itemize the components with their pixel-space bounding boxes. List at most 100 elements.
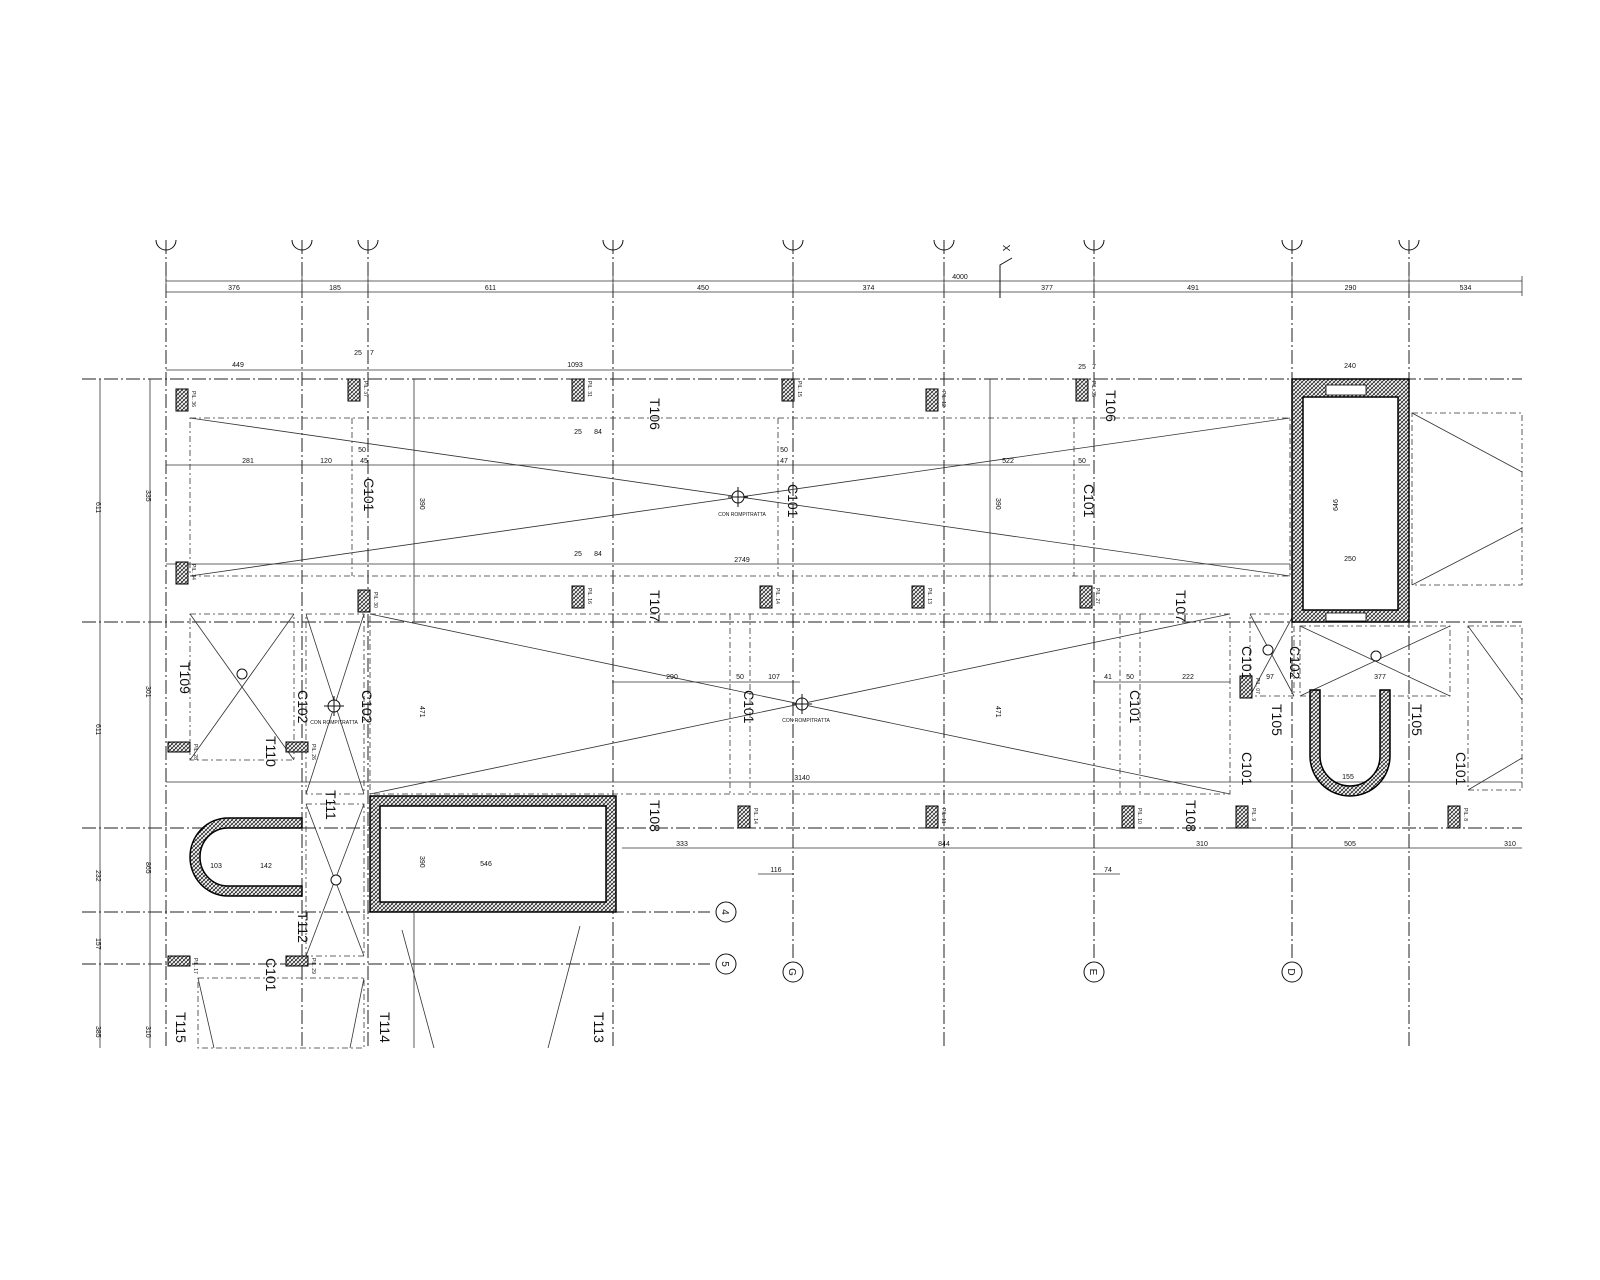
- pillar-column: [175, 561, 189, 585]
- pillar-column: [357, 589, 371, 613]
- vertical-axes: [165, 240, 1410, 1048]
- dim-84a: 84: [594, 429, 602, 436]
- dim-120: 120: [320, 458, 332, 465]
- dim-1093: 1093: [567, 362, 583, 369]
- pillar-label: PIL. 9: [1250, 808, 1256, 821]
- column-labels: C101 C101 C101 C101 C101 C101 C101 C102 …: [263, 478, 1469, 992]
- stair-width: 240: [1344, 363, 1356, 370]
- dim-97: 97: [1266, 674, 1274, 681]
- label-c102-c: C102: [1287, 646, 1303, 680]
- rompitratta-symbols: CON ROMPITRATTA CON ROMPITRATTA CON ROMP…: [236, 487, 1382, 886]
- dim-377: 377: [1374, 674, 1386, 681]
- x-axis-marker: X: [1002, 244, 1013, 251]
- note-rompitratta-1: CON ROMPITRATTA: [718, 512, 766, 518]
- arch-right: 155: [1309, 689, 1391, 797]
- arch-left: 103 142: [189, 817, 303, 897]
- pillar-column: [347, 378, 361, 402]
- pillar-column: [1121, 805, 1135, 829]
- pillar-label: PIL. 10: [1136, 808, 1142, 824]
- pillar-column: [1075, 378, 1089, 402]
- dim-25-84a: 25: [574, 429, 582, 436]
- label-c101-c: C101: [1081, 484, 1097, 518]
- label-t107-b: T107: [1173, 590, 1189, 622]
- left-310: 310: [144, 1026, 151, 1038]
- small-bays: [189, 613, 365, 957]
- label-c101-g: C101: [1239, 752, 1255, 786]
- dim-290: 290: [666, 674, 678, 681]
- pillar-label: PIL. 07: [1254, 678, 1260, 694]
- axis-4: 4: [719, 909, 730, 915]
- top-dimension-value: 374: [863, 285, 875, 292]
- beam-dimensions: 449 1093 25 7 25 7: [166, 350, 1096, 371]
- label-t105-a: T105: [1269, 704, 1285, 736]
- inner-v-390b: 390: [994, 498, 1001, 510]
- label-t105-b: T105: [1409, 704, 1425, 736]
- label-c101-e: C101: [1127, 690, 1143, 724]
- note-rompitratta-3: CON ROMPITRATTA: [310, 720, 358, 726]
- pillar-column: [911, 585, 925, 609]
- dim-50a: 50: [358, 447, 366, 454]
- dim-50c: 50: [1078, 458, 1086, 465]
- axis-e: E: [1087, 969, 1098, 976]
- dim-50d: 50: [736, 674, 744, 681]
- label-t107-a: T107: [647, 590, 663, 622]
- pillar-label: PIL. 30: [372, 592, 378, 608]
- left-dimensions: 611 611 232 157 385 335 301 865 310: [94, 379, 151, 1048]
- dim-505: 505: [1344, 841, 1356, 848]
- label-t112: T112: [295, 912, 311, 943]
- room-box: 546: [197, 795, 617, 1049]
- axis-d: D: [1285, 968, 1296, 975]
- axis-g: G: [786, 968, 797, 976]
- pillar-column: [1079, 585, 1093, 609]
- label-c102-a: C102: [295, 690, 311, 724]
- dim-2749: 2749: [734, 557, 750, 564]
- pillar-column: [175, 388, 189, 412]
- pillar-label: PIL. 26: [310, 744, 316, 760]
- dim-333: 333: [676, 841, 688, 848]
- pillar-label: PIL. 35: [1090, 381, 1096, 397]
- pillar-label: PIL. 29: [310, 958, 316, 974]
- pillar-label: PIL. 34: [190, 564, 196, 580]
- left-611a: 611: [94, 502, 101, 513]
- arch-dim-155: 155: [1342, 774, 1354, 781]
- pillar-column: [571, 585, 585, 609]
- dim-45: 45: [360, 458, 368, 465]
- bay-t106: [166, 379, 1291, 622]
- pillar-label: PIL. 13: [926, 588, 932, 604]
- room-width: 546: [480, 861, 492, 868]
- pillar-label: PIL. 14: [774, 588, 780, 604]
- pillar-column: [167, 955, 191, 967]
- label-c101-b: C101: [785, 484, 801, 518]
- dim-844: 844: [938, 841, 950, 848]
- pillar-label: PIL. 36: [190, 391, 196, 407]
- label-c101-h: C101: [1453, 752, 1469, 786]
- pillar-column: [1239, 675, 1253, 699]
- left-335: 335: [144, 490, 151, 502]
- top-dimension-value: 491: [1187, 285, 1199, 292]
- label-t110: T110: [263, 736, 279, 767]
- pillar-label: PIL. 14: [752, 808, 758, 824]
- label-t106-a: T106: [647, 398, 663, 430]
- pillar-column: [781, 378, 795, 402]
- pillar-label: PIL. 8: [1462, 808, 1468, 821]
- dim-25-84b: 25: [574, 551, 582, 558]
- pillar-label: PIL. 12: [940, 391, 946, 407]
- top-axis-bubbles: [155, 239, 1420, 251]
- label-t111: T111: [323, 790, 339, 820]
- pillar-column: [285, 955, 309, 967]
- top-dimension-value: 185: [329, 285, 341, 292]
- pillar-column: [167, 741, 191, 753]
- label-c101-f: C101: [1239, 646, 1255, 680]
- label-c101-a: C101: [361, 478, 377, 512]
- pillar-column: [737, 805, 751, 829]
- pillar-label: PIL. 31: [586, 381, 592, 397]
- pillar-column: [1235, 805, 1249, 829]
- inner-v-471a: 471: [418, 706, 425, 718]
- pillar-label: PIL. 16: [586, 588, 592, 604]
- inner-v-471b: 471: [994, 706, 1001, 718]
- pillar-label: PIL. 15: [796, 381, 802, 397]
- left-611b: 611: [94, 724, 101, 735]
- dim-310b: 310: [1504, 841, 1516, 848]
- pillar-label: PIL. 17: [192, 958, 198, 974]
